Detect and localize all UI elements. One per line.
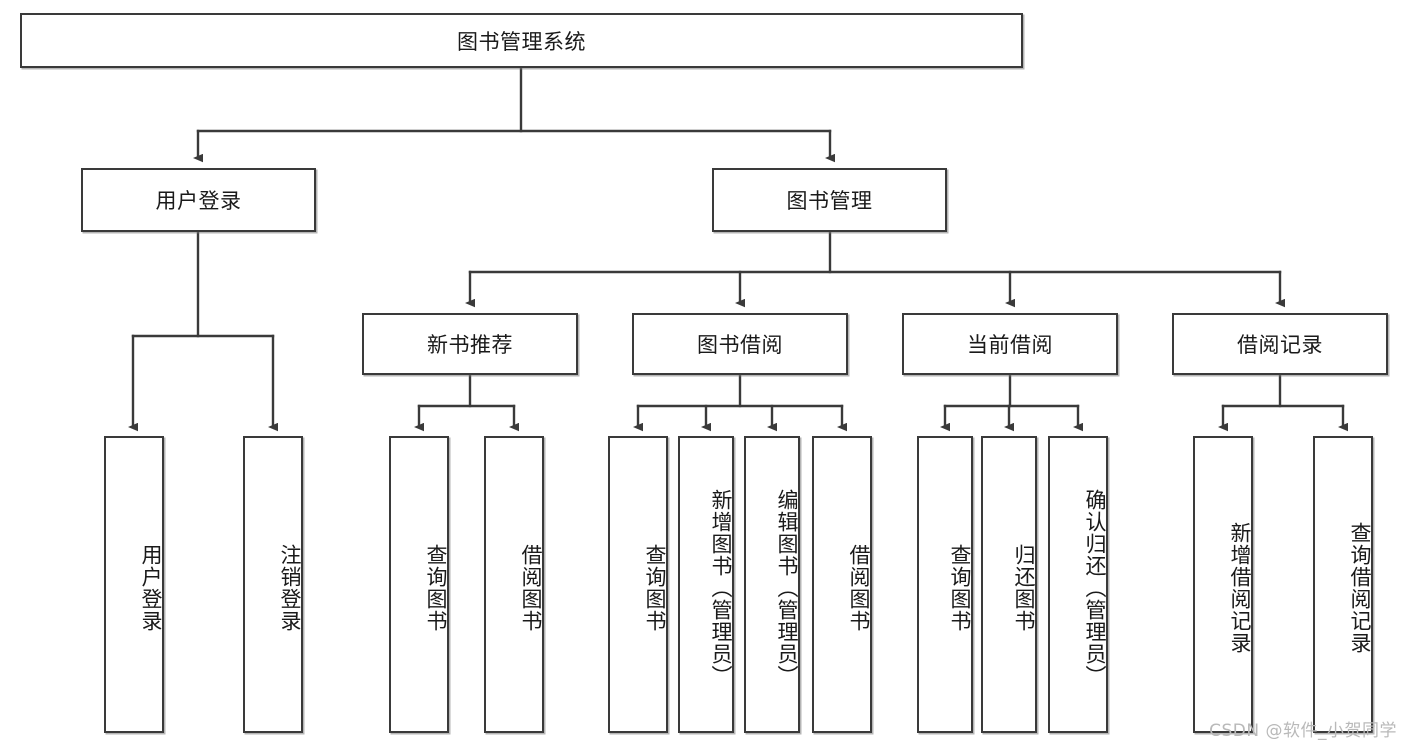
leaf-current-confirm-return-admin[interactable]: 确认归还（管理员） <box>1048 436 1108 733</box>
node-book-borrow[interactable]: 图书借阅 <box>632 313 848 375</box>
node-label: 新增图书（管理员） <box>709 488 733 687</box>
watermark-text: CSDN @软件_小贺同学 <box>1209 721 1397 741</box>
node-label: 借阅图书 <box>519 543 543 632</box>
node-label: 注销登录 <box>278 543 302 632</box>
node-new-book-recommend[interactable]: 新书推荐 <box>362 313 578 375</box>
node-label: 当前借阅 <box>967 333 1053 357</box>
node-book-management[interactable]: 图书管理 <box>712 168 947 232</box>
node-label: 查询图书 <box>948 543 972 632</box>
node-label: 新增借阅记录 <box>1228 521 1252 654</box>
node-current-borrow[interactable]: 当前借阅 <box>902 313 1118 375</box>
node-label: 新书推荐 <box>427 333 513 357</box>
node-label: 借阅记录 <box>1237 333 1323 357</box>
node-label: 图书借阅 <box>697 333 783 357</box>
leaf-borrow-borrow-book[interactable]: 借阅图书 <box>812 436 872 733</box>
leaf-recommend-query-book[interactable]: 查询图书 <box>389 436 449 733</box>
leaf-borrow-add-book-admin[interactable]: 新增图书（管理员） <box>678 436 734 733</box>
leaf-record-add-borrow-record[interactable]: 新增借阅记录 <box>1193 436 1253 733</box>
node-user-login[interactable]: 用户登录 <box>81 168 316 232</box>
leaf-current-query-book[interactable]: 查询图书 <box>917 436 973 733</box>
node-label: 图书管理系统 <box>457 29 586 54</box>
node-label: 查询借阅记录 <box>1348 521 1372 654</box>
leaf-borrow-query-book[interactable]: 查询图书 <box>608 436 668 733</box>
node-label: 查询图书 <box>424 543 448 632</box>
leaf-record-query-borrow-record[interactable]: 查询借阅记录 <box>1313 436 1373 733</box>
node-borrow-record[interactable]: 借阅记录 <box>1172 313 1388 375</box>
leaf-user-login[interactable]: 用户登录 <box>104 436 164 733</box>
leaf-user-logout[interactable]: 注销登录 <box>243 436 303 733</box>
node-label: 用户登录 <box>139 543 163 632</box>
node-label: 借阅图书 <box>847 543 871 632</box>
node-label: 用户登录 <box>155 189 242 213</box>
node-label: 查询图书 <box>643 543 667 632</box>
leaf-current-return-book[interactable]: 归还图书 <box>981 436 1037 733</box>
node-label: 图书管理 <box>786 189 873 213</box>
leaf-borrow-edit-book-admin[interactable]: 编辑图书（管理员） <box>744 436 800 733</box>
node-root-book-management-system[interactable]: 图书管理系统 <box>20 13 1023 68</box>
node-label: 确认归还（管理员） <box>1083 488 1107 687</box>
node-label: 归还图书 <box>1012 543 1036 632</box>
node-label: 编辑图书（管理员） <box>775 488 799 687</box>
leaf-recommend-borrow-book[interactable]: 借阅图书 <box>484 436 544 733</box>
